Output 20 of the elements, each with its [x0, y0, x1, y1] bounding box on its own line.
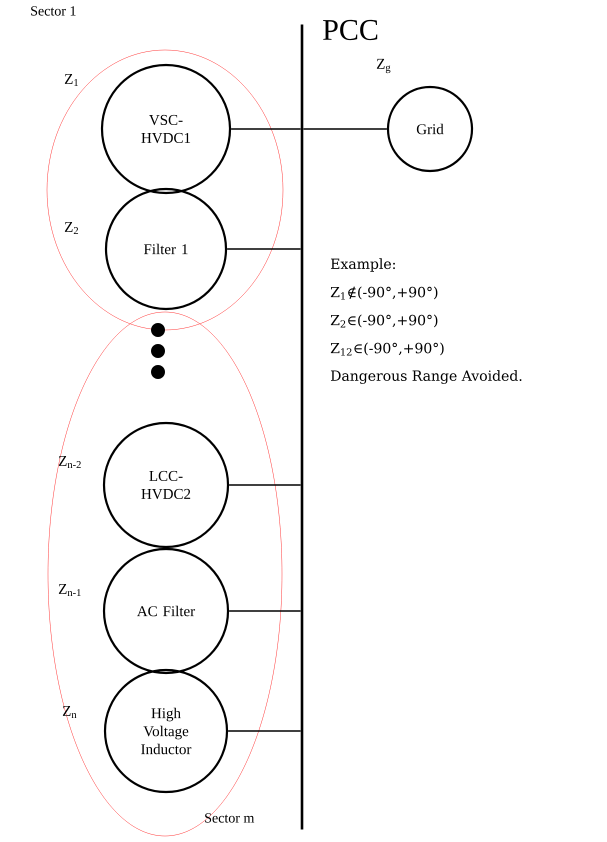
example-note: Z$_{2}$∈(-90°,+90°) — [330, 314, 438, 328]
connection-line — [229, 484, 300, 486]
sector-label: Sector m — [205, 813, 254, 823]
impedance-label: Z$_{g}$ — [376, 58, 390, 74]
impedance-label: Z$_{n-2}$ — [58, 456, 81, 468]
impedance-label: Z$_{n-1}$ — [58, 584, 81, 596]
bus-label: PCC — [323, 20, 378, 40]
impedance-label: Z$_{n}$ — [62, 706, 76, 718]
example-note: Example: — [330, 258, 395, 272]
connection-line — [228, 730, 300, 732]
connection-line — [304, 128, 387, 130]
example-note: Z$_{12}$∈(-90°,+90°) — [330, 342, 444, 356]
connection-line — [231, 128, 300, 130]
impedance-label: Z$_{2}$ — [64, 222, 78, 234]
example-note: Dangerous Range Avoided. — [330, 370, 522, 384]
impedance-label: Z$_{1}$ — [64, 74, 78, 86]
example-note: Z$_{1}$∉(-90°,+90°) — [330, 286, 438, 300]
connection-line — [229, 610, 300, 612]
sector-label: Sector 1 — [31, 6, 76, 16]
connection-line — [227, 248, 300, 250]
